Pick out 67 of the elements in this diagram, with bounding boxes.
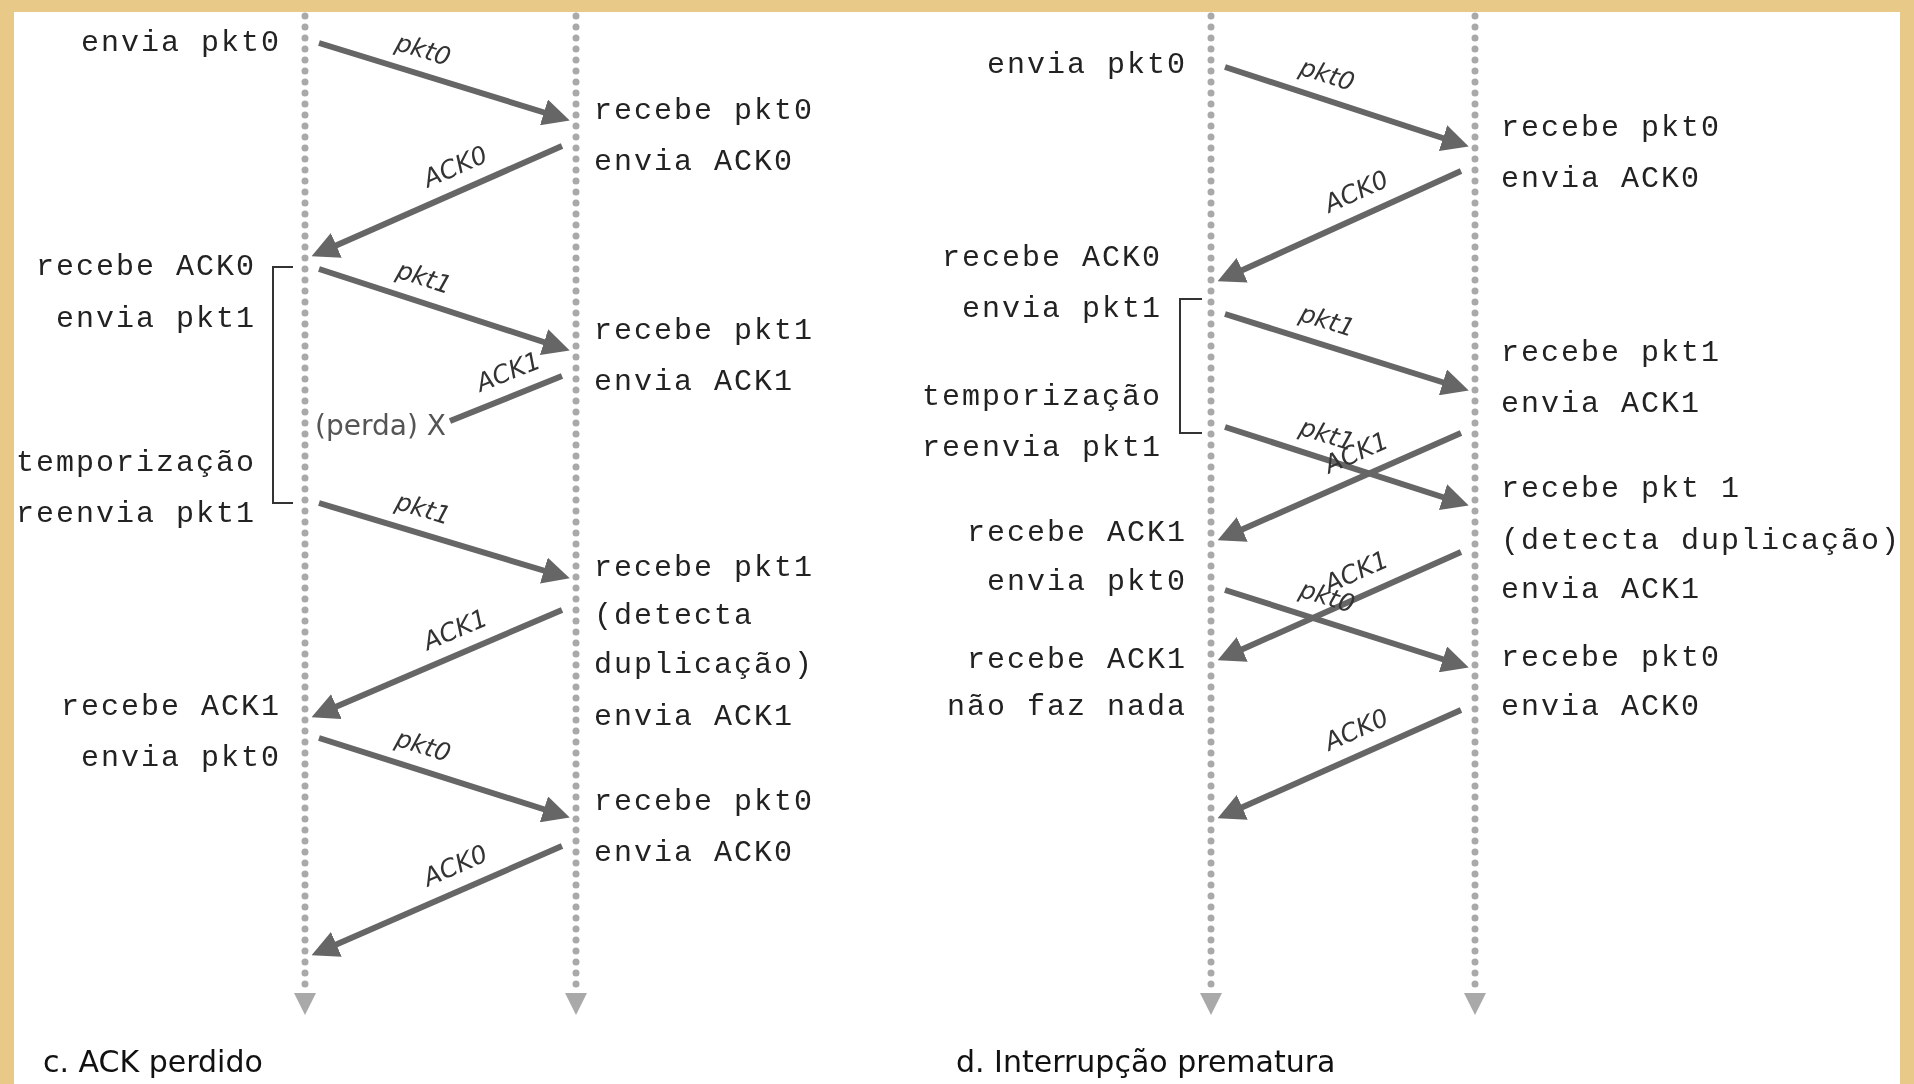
arrow-label: ACK0 bbox=[418, 140, 492, 194]
message-arrow bbox=[1217, 549, 1463, 662]
lifeline bbox=[1463, 12, 1487, 1015]
message-arrow bbox=[311, 607, 564, 719]
action-text: recebe pkt0 bbox=[594, 93, 815, 129]
action-text: recebe pkt0 bbox=[594, 784, 815, 820]
message-arrow bbox=[1217, 168, 1463, 283]
action-text: temporização bbox=[15, 445, 256, 481]
action-text: duplicação) bbox=[594, 647, 815, 683]
message-arrow bbox=[311, 143, 564, 258]
arrow-label: pkt0 bbox=[392, 28, 455, 72]
message-arrow bbox=[1224, 587, 1469, 673]
action-text: envia ACK0 bbox=[594, 835, 795, 871]
action-text: envia ACK1 bbox=[594, 699, 795, 735]
action-text: envia ACK0 bbox=[1501, 689, 1702, 725]
action-text: envia ACK1 bbox=[594, 364, 795, 400]
arrow-label: pkt1 bbox=[392, 255, 455, 300]
message-arrow bbox=[318, 500, 570, 584]
action-text: envia ACK0 bbox=[1501, 161, 1702, 197]
action-text: recebe ACK0 bbox=[35, 249, 256, 285]
arrow-label: ACK1 bbox=[419, 603, 492, 656]
arrow-label: pkt0 bbox=[1295, 52, 1358, 97]
caption-text: d. Interrupção prematura bbox=[956, 1044, 1336, 1080]
action-text: reenvia pkt1 bbox=[15, 496, 256, 532]
message-arrow bbox=[1224, 311, 1469, 396]
action-text: envia pkt0 bbox=[80, 740, 281, 776]
action-text: recebe ACK1 bbox=[966, 515, 1187, 551]
message-arrow bbox=[1217, 430, 1463, 542]
action-text: não faz nada bbox=[946, 689, 1187, 725]
action-text: envia pkt1 bbox=[961, 291, 1162, 327]
arrow-label: pkt1 bbox=[392, 487, 454, 531]
caption-text: c. ACK perdido bbox=[43, 1044, 263, 1080]
action-text: recebe ACK0 bbox=[941, 240, 1162, 276]
action-text: envia pkt0 bbox=[986, 564, 1187, 600]
message-arrow bbox=[1224, 424, 1469, 511]
arrow-label: pkt0 bbox=[392, 724, 455, 768]
action-text: envia pkt0 bbox=[80, 25, 281, 61]
action-text: (detecta duplicação) bbox=[1501, 523, 1902, 559]
action-text: recebe pkt1 bbox=[1501, 335, 1722, 371]
action-text: (detecta bbox=[594, 598, 755, 634]
loss-label: (perda) X bbox=[315, 409, 446, 443]
action-text: recebe ACK1 bbox=[966, 642, 1187, 678]
message-arrow bbox=[1224, 64, 1469, 151]
action-text: recebe pkt0 bbox=[1501, 110, 1722, 146]
action-text: recebe pkt1 bbox=[594, 313, 815, 349]
action-text: envia ACK0 bbox=[594, 144, 795, 180]
lifeline bbox=[564, 12, 588, 1015]
message-arrow bbox=[311, 843, 564, 957]
arrow-label: ACK1 bbox=[471, 346, 545, 398]
action-text: envia ACK1 bbox=[1501, 572, 1702, 608]
action-text: temporização bbox=[921, 379, 1162, 415]
arrow-label: pkt1 bbox=[1295, 298, 1358, 343]
action-text: recebe ACK1 bbox=[60, 689, 281, 725]
message-arrow bbox=[318, 40, 570, 126]
action-text: recebe pkt 1 bbox=[1501, 471, 1742, 507]
action-text: envia ACK1 bbox=[1501, 386, 1702, 422]
message-arrow bbox=[1217, 707, 1463, 820]
lifeline bbox=[293, 12, 317, 1015]
action-text: envia pkt0 bbox=[986, 47, 1187, 83]
arrow-label: ACK0 bbox=[418, 840, 492, 893]
message-arrow bbox=[318, 266, 570, 355]
action-text: recebe pkt1 bbox=[594, 550, 815, 586]
lifeline bbox=[1199, 12, 1223, 1015]
message-arrow bbox=[318, 735, 570, 823]
action-text: envia pkt1 bbox=[55, 301, 256, 337]
action-text: reenvia pkt1 bbox=[921, 430, 1162, 466]
action-text: recebe pkt0 bbox=[1501, 640, 1722, 676]
